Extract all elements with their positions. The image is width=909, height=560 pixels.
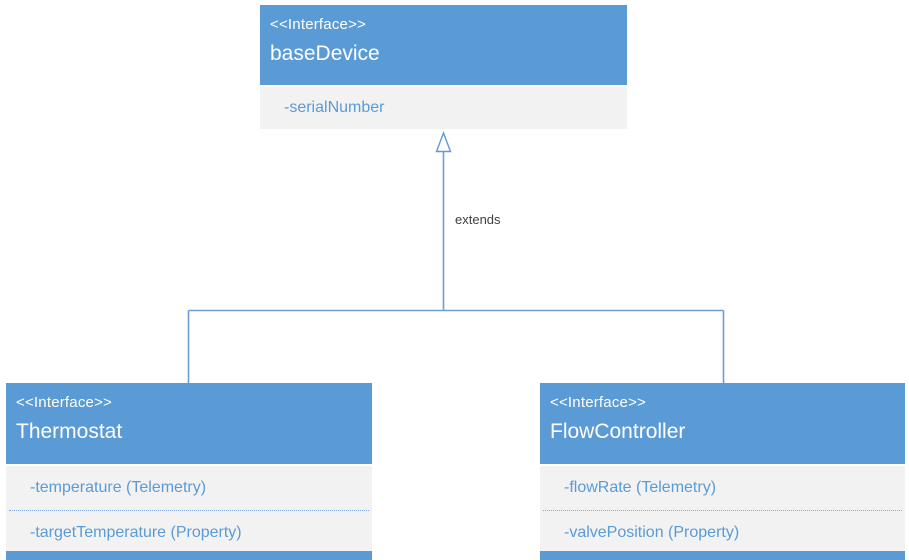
node-flowcontroller-stereotype: <<Interface>> xyxy=(550,394,647,411)
node-basedevice-stereotype: <<Interface>> xyxy=(270,16,367,33)
node-flowcontroller-name: FlowController xyxy=(550,420,686,443)
member-targettemperature: -targetTemperature (Property) xyxy=(30,524,242,541)
node-thermostat-stereotype: <<Interface>> xyxy=(16,394,113,411)
inheritance-arrowhead-icon xyxy=(435,131,452,153)
member-temperature: -temperature (Telemetry) xyxy=(30,479,207,496)
member-valveposition: -valvePosition (Property) xyxy=(564,524,740,541)
node-basedevice-name: baseDevice xyxy=(270,42,380,65)
node-flowcontroller[interactable]: <<Interface>> FlowController -flowRate (… xyxy=(540,383,905,560)
node-basedevice-body: -serialNumber xyxy=(260,87,627,129)
node-thermostat-bottom-strip xyxy=(6,551,372,560)
extends-label: extends xyxy=(455,212,501,227)
member-separator xyxy=(9,510,369,511)
node-thermostat[interactable]: <<Interface>> Thermostat -temperature (T… xyxy=(6,383,372,560)
member-serialnumber: -serialNumber xyxy=(284,99,385,116)
node-thermostat-name: Thermostat xyxy=(16,420,123,443)
node-basedevice-header: <<Interface>> baseDevice xyxy=(260,5,627,85)
member-separator xyxy=(543,510,902,511)
node-basedevice[interactable]: <<Interface>> baseDevice -serialNumber xyxy=(260,5,627,129)
node-flowcontroller-header: <<Interface>> FlowController xyxy=(540,383,905,464)
node-thermostat-header: <<Interface>> Thermostat xyxy=(6,383,372,464)
member-flowrate: -flowRate (Telemetry) xyxy=(564,479,717,496)
node-flowcontroller-bottom-strip xyxy=(540,551,905,560)
node-flowcontroller-body: -flowRate (Telemetry) -valvePosition (Pr… xyxy=(540,466,905,560)
node-thermostat-body: -temperature (Telemetry) -targetTemperat… xyxy=(6,466,372,560)
